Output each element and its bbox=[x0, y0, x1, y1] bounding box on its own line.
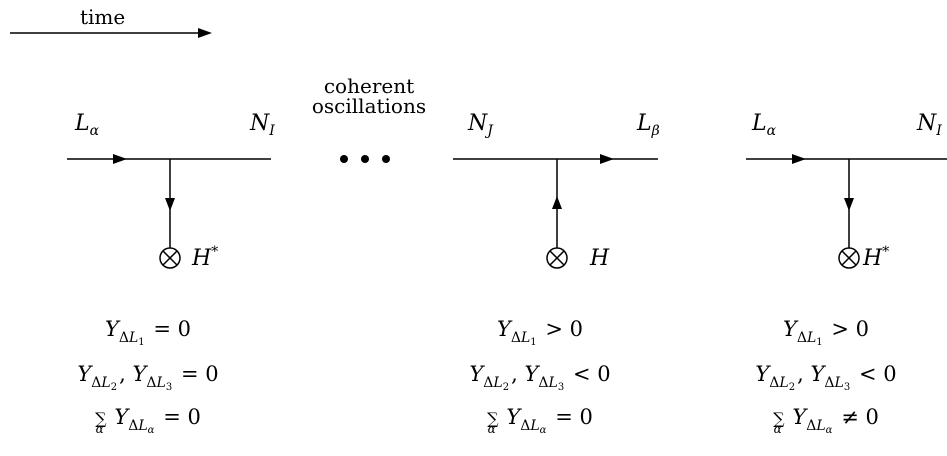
arrow-right-icon bbox=[600, 154, 614, 164]
relation-2: YΔL2 , YΔL3 < 0 bbox=[469, 362, 610, 393]
time-label: time bbox=[80, 5, 125, 29]
relation-1: YΔL1 = 0 bbox=[105, 317, 191, 348]
asymmetry-relations: YΔL1 = 0 YΔL2 , YΔL3 = 0 ∑α YΔLα = 0 YΔL1 >… bbox=[77, 317, 896, 436]
ellipsis-dot-icon bbox=[361, 155, 369, 163]
higgs-vev-icon bbox=[546, 247, 568, 269]
coherent-oscillations-caption: coherent oscillations bbox=[312, 74, 426, 163]
relation-1: YΔL1 > 0 bbox=[497, 317, 583, 348]
left-label: NJ bbox=[467, 111, 494, 139]
relation-3: ∑α YΔLα = 0 bbox=[487, 405, 593, 436]
higgs-label: H* bbox=[862, 244, 889, 271]
arrow-down-icon bbox=[165, 198, 175, 211]
feynman-diagram-1: Lα NI H* bbox=[67, 111, 275, 271]
arrow-up-icon bbox=[552, 196, 562, 209]
feynman-diagram-2: NJ Lβ H bbox=[453, 111, 660, 271]
relation-3: ∑α YΔLα = 0 bbox=[95, 405, 201, 436]
relation-1: YΔL1 > 0 bbox=[783, 317, 869, 348]
left-label: Lα bbox=[74, 111, 100, 139]
relation-3: ∑α YΔLα ≠ 0 bbox=[773, 405, 879, 436]
svg-text:coherent: coherent bbox=[324, 74, 414, 98]
arrow-right-icon bbox=[113, 154, 127, 164]
right-label: Lβ bbox=[636, 111, 660, 139]
higgs-vev-icon bbox=[159, 247, 181, 269]
higgs-label: H* bbox=[191, 244, 218, 271]
left-label: Lα bbox=[751, 111, 777, 139]
arrow-down-icon bbox=[844, 198, 854, 211]
ellipsis-dot-icon bbox=[340, 155, 348, 163]
time-axis: time bbox=[10, 5, 212, 38]
right-label: NI bbox=[249, 111, 275, 139]
higgs-vev-icon bbox=[838, 247, 860, 269]
relation-2: YΔL2 , YΔL3 = 0 bbox=[77, 362, 218, 393]
arrow-right-icon bbox=[792, 154, 806, 164]
arrow-head-icon bbox=[198, 28, 212, 38]
feynman-diagram-3: Lα NI H* bbox=[746, 111, 947, 271]
right-label: NI bbox=[916, 111, 942, 139]
svg-text:oscillations: oscillations bbox=[312, 94, 426, 118]
higgs-label: H bbox=[589, 246, 610, 271]
ellipsis-dot-icon bbox=[382, 155, 390, 163]
relation-2: YΔL2 , YΔL3 < 0 bbox=[755, 362, 896, 393]
